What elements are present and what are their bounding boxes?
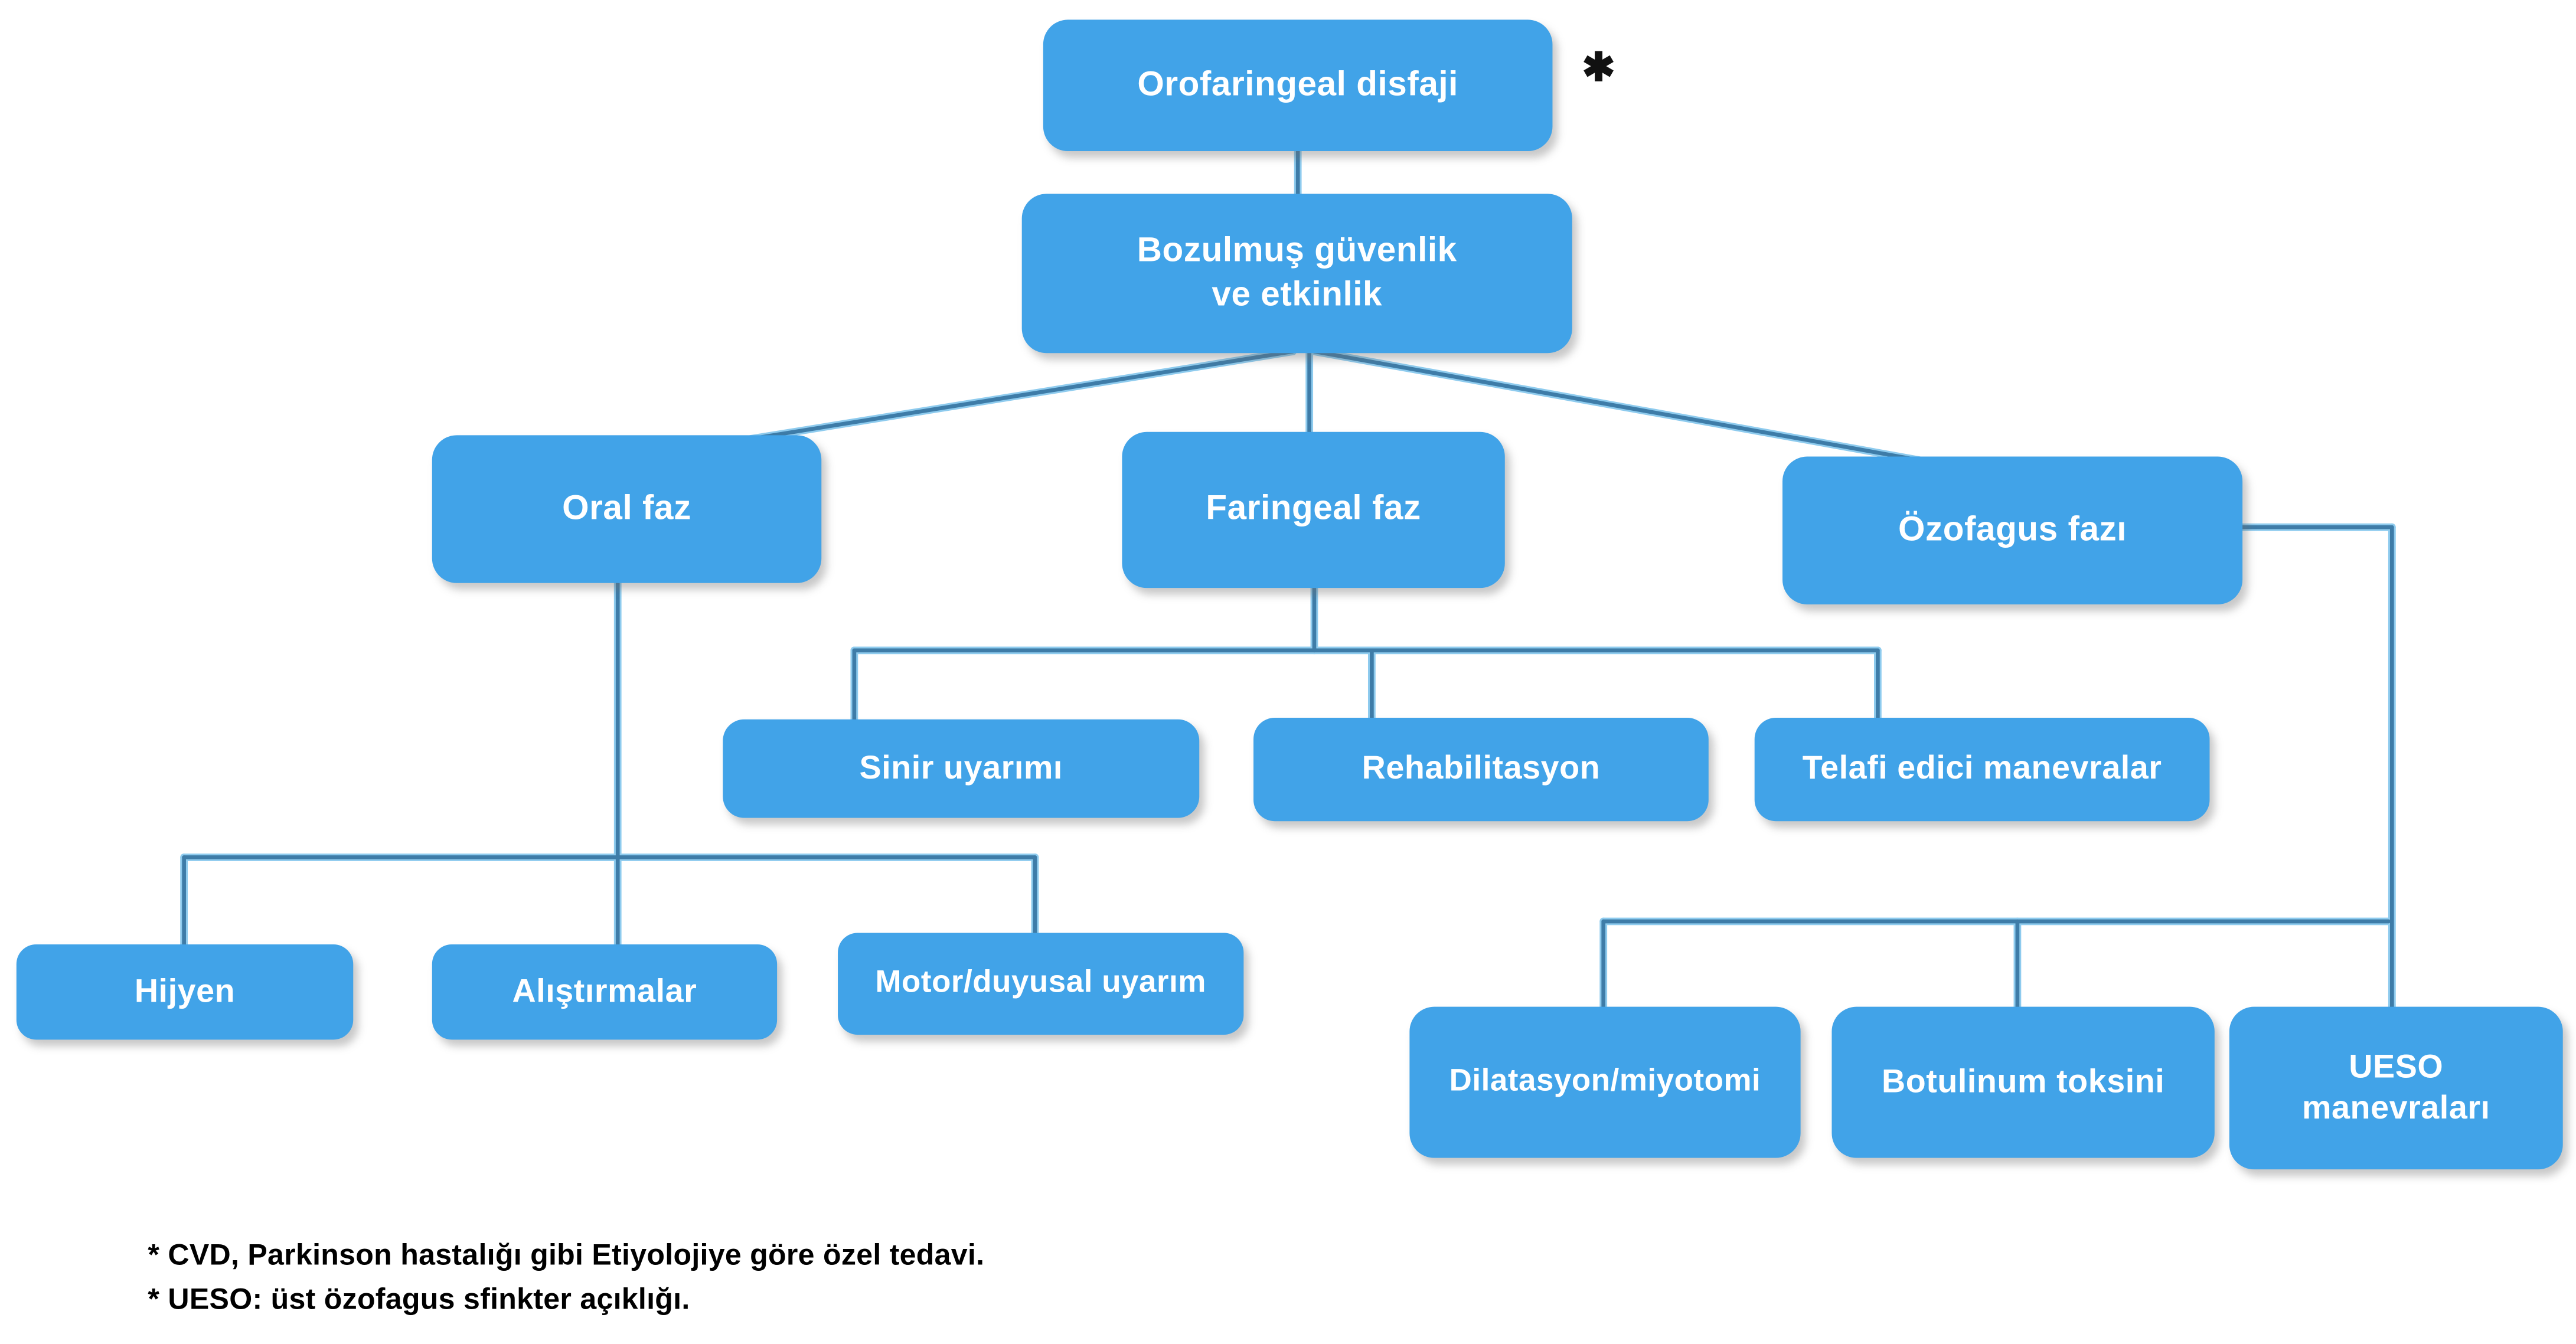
node-label: Rehabilitasyon <box>1362 750 1601 787</box>
node-faringeal-faz: Faringeal faz <box>1122 431 1505 588</box>
node-label: Alıştırmalar <box>512 973 697 1009</box>
node-sinir-uyarimi: Sinir uyarımı <box>723 719 1200 818</box>
node-bozulmus-guvenlik: Bozulmuş güvenlik ve etkinlik <box>1021 194 1572 354</box>
node-rehabilitasyon: Rehabilitasyon <box>1253 717 1709 822</box>
node-label: Faringeal faz <box>1206 490 1421 528</box>
node-orofaringeal-disfaji: Orofaringeal disfaji <box>1043 19 1553 151</box>
node-telafi-edici-manevralar: Telafi edici manevralar <box>1754 717 2210 822</box>
node-motor-duyusal-uyarim: Motor/duyusal uyarım <box>838 933 1244 1035</box>
footnote-line-1: * CVD, Parkinson hastalığı gibi Etiyoloj… <box>148 1238 985 1271</box>
node-label: Sinir uyarımı <box>859 750 1063 786</box>
footnotes: * CVD, Parkinson hastalığı gibi Etiyoloj… <box>148 1234 984 1322</box>
node-label: Oral faz <box>562 489 691 527</box>
node-label: Telafi edici manevralar <box>1802 750 2162 787</box>
node-hijyen: Hijyen <box>16 944 354 1040</box>
node-label: Orofaringeal disfaji <box>1137 65 1458 103</box>
node-label: Motor/duyusal uyarım <box>875 966 1206 1000</box>
node-alistirmalar: Alıştırmalar <box>432 944 778 1040</box>
connector-line <box>1312 349 1947 467</box>
node-dilatasyon-miyotomi: Dilatasyon/miyotomi <box>1409 1006 1801 1158</box>
node-oral-faz: Oral faz <box>432 435 822 583</box>
node-label: Bozulmuş güvenlik ve etkinlik <box>1137 232 1457 313</box>
node-label: Botulinum toksini <box>1881 1063 2165 1100</box>
node-ozofagus-fazi: Özofagus fazı <box>1782 456 2243 604</box>
node-botulinum-toksini: Botulinum toksini <box>1831 1006 2215 1158</box>
node-ueso-manevralari: UESO manevraları <box>2229 1006 2563 1170</box>
footnote-line-2: * UESO: üst özofagus sfinkter açıklığı. <box>148 1283 690 1316</box>
node-label: Özofagus fazı <box>1898 511 2127 549</box>
connector-line <box>740 349 1295 443</box>
node-label: Hijyen <box>134 973 236 1009</box>
node-label: UESO manevraları <box>2301 1048 2490 1126</box>
node-label: Dilatasyon/miyotomi <box>1449 1064 1761 1099</box>
asterisk-marker: ✱ <box>1582 45 1615 91</box>
